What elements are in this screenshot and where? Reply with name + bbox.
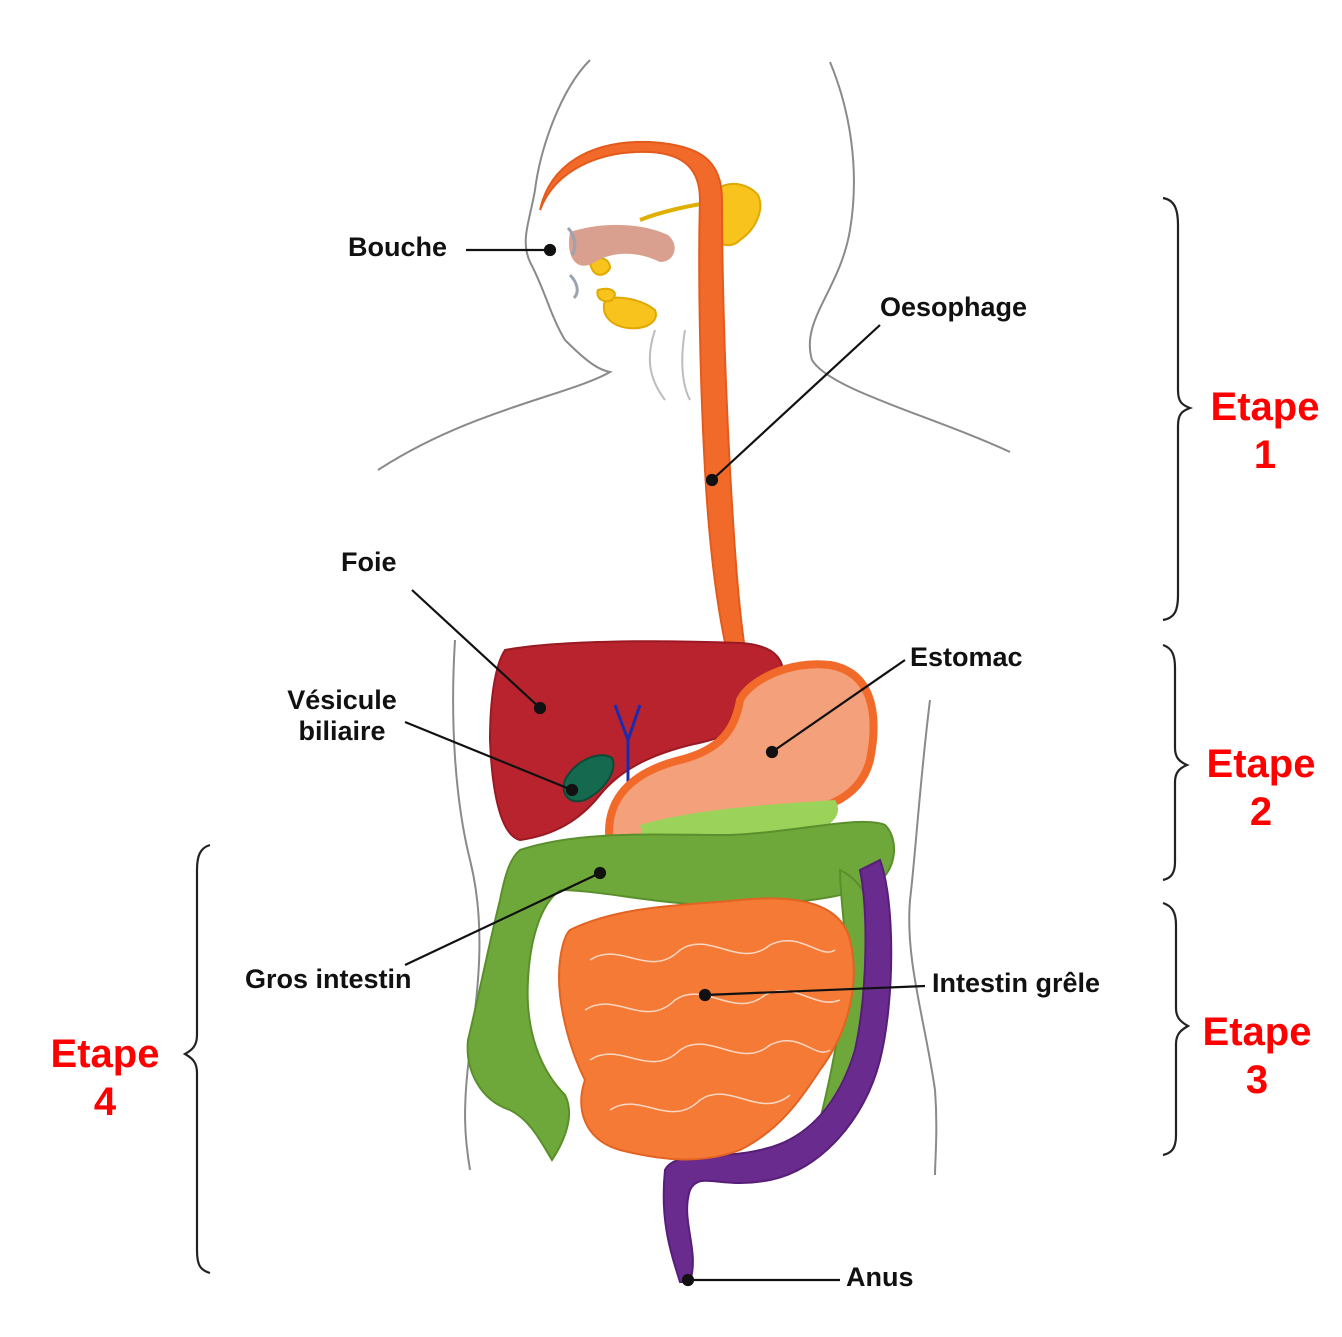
label-intestin-grele: Intestin grêle [932,968,1101,998]
oesophagus-shape [539,140,757,707]
small-intestine-folds [584,939,841,1113]
stage-3-word: Etape [1202,1010,1312,1054]
salivary-glands [588,182,762,330]
label-bouche: Bouche [348,232,448,262]
brace-etape-2 [1162,643,1190,882]
stage-1-number: 1 [1253,433,1277,477]
label-vesicule-line1: Vésicule [287,685,397,715]
stage-3-number: 3 [1245,1058,1269,1102]
body-outline [377,59,1011,1176]
label-anus: Anus [846,1262,914,1292]
stage-label-3: Etape 3 [1172,1008,1342,1104]
stage-braces [182,196,1194,1275]
leader-lines [404,243,926,1287]
label-vesicule-biliaire: Vésicule biliaire [277,685,407,747]
stage-label-4: Etape 4 [20,1030,190,1126]
label-foie: Foie [341,547,397,577]
brace-etape-1 [1162,196,1194,622]
label-gros-intestin: Gros intestin [245,964,412,994]
small-intestine-shape [558,897,855,1161]
stage-4-number: 4 [93,1080,117,1124]
brace-etape-4 [182,843,211,1275]
brace-etape-3 [1162,901,1191,1157]
label-oesophage: Oesophage [880,292,1028,322]
label-estomac: Estomac [910,642,1023,672]
stage-label-1: Etape 1 [1180,383,1342,479]
stage-1-word: Etape [1210,385,1320,429]
stage-4-word: Etape [50,1032,160,1076]
stage-2-number: 2 [1249,790,1273,834]
stage-2-word: Etape [1206,742,1316,786]
stage-label-2: Etape 2 [1176,740,1342,836]
mouth-structure [566,224,675,300]
label-vesicule-line2: biliaire [298,716,386,747]
